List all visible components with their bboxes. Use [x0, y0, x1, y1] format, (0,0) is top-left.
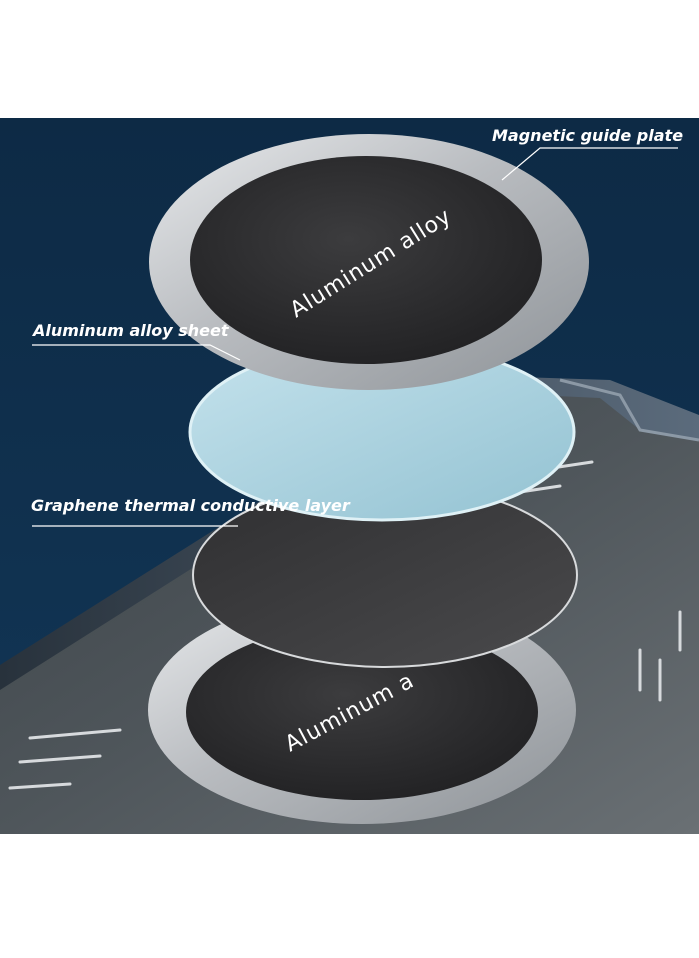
label-graphene-layer: Graphene thermal conductive layer	[31, 496, 351, 515]
vent-slots	[8, 460, 682, 790]
callout-lines	[32, 147, 678, 527]
label-aluminum-alloy-sheet: Aluminum alloy sheet	[31, 321, 230, 340]
magnetic-guide-plate-disc: Aluminum alloy	[149, 134, 589, 390]
bottom-aluminum-disc: Aluminum a	[148, 596, 576, 824]
label-magnetic-guide-plate: Magnetic guide plate	[492, 126, 683, 145]
